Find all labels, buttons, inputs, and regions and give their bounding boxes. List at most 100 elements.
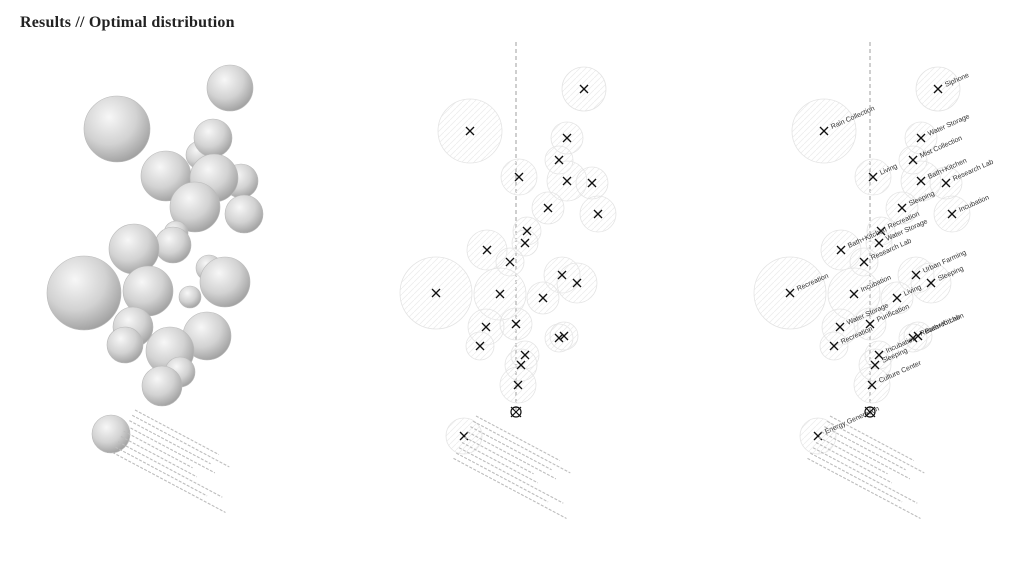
program-sphere bbox=[224, 194, 264, 234]
info-line bbox=[826, 420, 925, 474]
program-marker bbox=[557, 270, 567, 280]
program-marker bbox=[593, 209, 603, 219]
program-marker bbox=[874, 350, 884, 360]
program-marker bbox=[505, 257, 515, 267]
program-marker bbox=[538, 293, 548, 303]
program-marker bbox=[926, 278, 936, 288]
program-sphere bbox=[83, 95, 151, 163]
info-line bbox=[810, 452, 903, 503]
info-line bbox=[129, 420, 211, 465]
info-line bbox=[464, 436, 534, 475]
program-marker bbox=[520, 350, 530, 360]
program-marker bbox=[562, 133, 572, 143]
program-sphere bbox=[178, 285, 202, 309]
program-marker bbox=[836, 245, 846, 255]
program-marker bbox=[475, 341, 485, 351]
program-marker bbox=[572, 278, 582, 288]
program-label-bath-kitchen-low: Bath+Kitchen bbox=[924, 312, 965, 335]
info-line bbox=[112, 451, 226, 513]
info-line bbox=[818, 436, 888, 475]
program-marker bbox=[859, 257, 869, 267]
program-marker bbox=[431, 288, 441, 298]
program-marker bbox=[916, 133, 926, 143]
program-marker bbox=[516, 360, 526, 370]
program-marker bbox=[465, 126, 475, 136]
program-marker bbox=[520, 238, 530, 248]
program-marker bbox=[482, 245, 492, 255]
program-marker bbox=[543, 203, 553, 213]
info-line bbox=[126, 425, 216, 474]
program-marker bbox=[819, 126, 829, 136]
info-line bbox=[467, 431, 557, 480]
program-marker bbox=[587, 178, 597, 188]
info-line bbox=[472, 420, 571, 474]
program-marker bbox=[511, 319, 521, 329]
info-line bbox=[123, 430, 193, 469]
program-sphere bbox=[106, 326, 144, 364]
program-marker bbox=[947, 209, 957, 219]
program-marker bbox=[908, 333, 918, 343]
info-line bbox=[807, 457, 921, 519]
program-label-water-storage-top: Water Storage bbox=[927, 113, 971, 138]
program-marker bbox=[913, 331, 923, 341]
program-sphere bbox=[46, 255, 122, 331]
info-line bbox=[824, 426, 906, 471]
info-line bbox=[458, 447, 564, 504]
program-marker bbox=[874, 238, 884, 248]
program-marker bbox=[876, 226, 886, 236]
program-marker bbox=[829, 341, 839, 351]
program-sphere bbox=[169, 181, 221, 233]
program-marker bbox=[870, 360, 880, 370]
info-line bbox=[115, 446, 208, 497]
program-marker bbox=[559, 331, 569, 341]
program-marker bbox=[892, 293, 902, 303]
program-marker bbox=[554, 155, 564, 165]
program-marker bbox=[916, 176, 926, 186]
info-line bbox=[475, 415, 561, 462]
page-title: Results // Optimal distribution bbox=[20, 14, 235, 31]
info-line bbox=[134, 409, 220, 456]
base-origin-marker bbox=[864, 406, 876, 418]
sphere-render-panel bbox=[46, 64, 264, 513]
info-line bbox=[812, 447, 918, 504]
program-marker bbox=[908, 155, 918, 165]
program-marker bbox=[933, 84, 943, 94]
info-line bbox=[117, 441, 223, 498]
program-marker bbox=[867, 380, 877, 390]
info-line bbox=[815, 442, 893, 484]
program-marker bbox=[514, 172, 524, 182]
info-line bbox=[131, 414, 230, 468]
info-text-block bbox=[453, 415, 571, 519]
program-marker bbox=[868, 172, 878, 182]
program-marker bbox=[554, 333, 564, 343]
program-marker bbox=[835, 322, 845, 332]
info-line bbox=[829, 415, 915, 462]
program-marker bbox=[522, 226, 532, 236]
program-marker bbox=[897, 203, 907, 213]
program-marker bbox=[865, 319, 875, 329]
program-sphere bbox=[141, 365, 183, 407]
program-marker bbox=[785, 288, 795, 298]
program-sphere bbox=[193, 118, 233, 158]
program-marker bbox=[911, 270, 921, 280]
program-marker bbox=[579, 84, 589, 94]
info-line bbox=[453, 457, 567, 519]
info-line bbox=[120, 436, 198, 478]
program-marker bbox=[513, 380, 523, 390]
info-text-block bbox=[112, 409, 230, 513]
program-sphere bbox=[199, 256, 251, 308]
info-line bbox=[470, 426, 552, 471]
marker-panel bbox=[399, 42, 617, 519]
program-marker bbox=[495, 289, 505, 299]
program-marker bbox=[562, 176, 572, 186]
info-line bbox=[456, 452, 549, 503]
program-marker bbox=[481, 322, 491, 332]
program-marker bbox=[849, 289, 859, 299]
program-sphere bbox=[154, 226, 192, 264]
program-marker bbox=[941, 178, 951, 188]
program-sphere bbox=[91, 414, 131, 454]
info-line bbox=[821, 431, 911, 480]
program-sphere bbox=[206, 64, 254, 112]
